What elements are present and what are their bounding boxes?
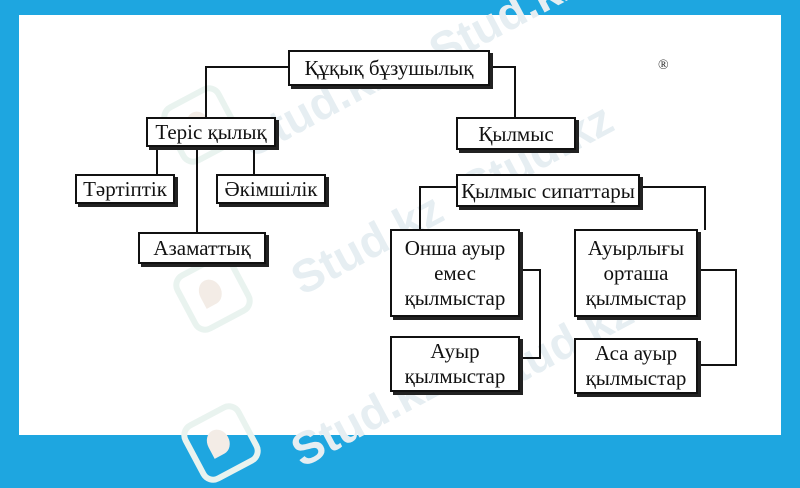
node-especially-grave-line-2: қылмыстар [585, 366, 687, 390]
node-medium-line-2: орташа [603, 260, 669, 285]
node-not-grave: Онша ауыр емес қылмыстар [390, 229, 520, 317]
node-crime: Қылмыс [456, 117, 576, 150]
node-administrative: Әкімшілік [216, 174, 326, 204]
connector-lines [156, 66, 737, 366]
node-not-grave-line-2: емес [434, 260, 476, 285]
node-not-grave-line-3: қылмыстар [404, 285, 506, 310]
connector-root-misconduct [205, 66, 290, 118]
connector-categories-right [638, 186, 706, 230]
node-root: Құқық бұзушылық [288, 50, 490, 86]
node-not-grave-line-1: Онша ауыр [404, 235, 506, 260]
node-misconduct: Теріс қылық [146, 117, 276, 147]
node-grave-line-1: Ауыр [430, 339, 480, 363]
node-disciplinary: Тәртіптік [75, 174, 175, 204]
connector-root-crime [490, 66, 516, 118]
node-civil: Азаматтық [138, 232, 266, 264]
node-grave: Ауыр қылмыстар [390, 336, 520, 392]
node-crime-categories: Қылмыс сипаттары [456, 174, 640, 207]
node-especially-grave-line-1: Аса ауыр [594, 341, 678, 365]
node-medium-line-3: қылмыстар [585, 285, 687, 310]
node-especially-grave: Аса ауыр қылмыстар [574, 338, 698, 394]
connector-right-group [698, 269, 737, 366]
connector-left-group [520, 269, 541, 359]
node-medium-line-1: Ауырлығы [587, 235, 685, 260]
node-medium: Ауырлығы орташа қылмыстар [574, 229, 698, 317]
page-mark: ® [658, 58, 669, 73]
node-grave-line-2: қылмыстар [404, 364, 506, 388]
connector-categories-left [419, 186, 458, 230]
